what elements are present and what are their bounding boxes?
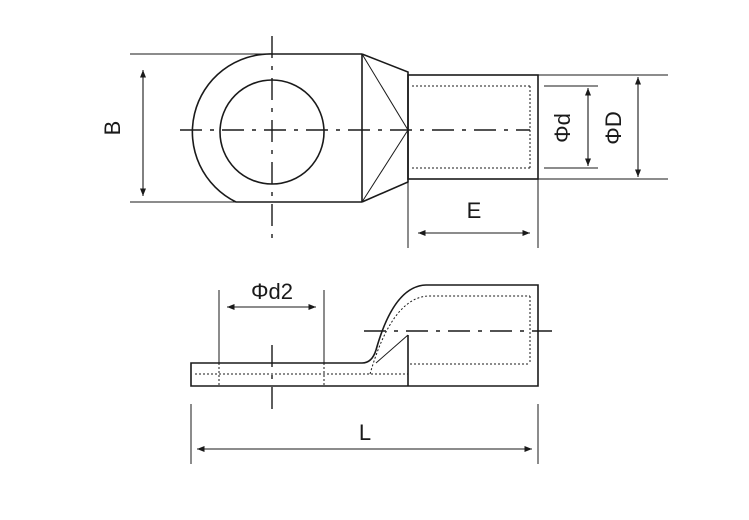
label-L: L — [359, 420, 371, 445]
label-phi-D: ΦD — [601, 111, 626, 144]
taper-crease — [361, 53, 409, 131]
palm-bend-line — [375, 334, 409, 364]
barrel-outline — [407, 74, 539, 180]
label-phi-d2: Φd2 — [251, 279, 293, 304]
top-view: B Φd ΦD E — [100, 36, 668, 248]
label-E: E — [467, 198, 482, 223]
label-B: B — [100, 121, 125, 136]
side-view: Φd2 L — [190, 279, 552, 464]
lug-side-outline — [190, 284, 539, 387]
taper-crease — [361, 129, 409, 203]
barrel-hidden-line — [369, 295, 530, 375]
label-phi-d: Φd — [550, 113, 575, 143]
lug-palm-outline — [191, 53, 362, 203]
taper-outline — [361, 53, 409, 203]
